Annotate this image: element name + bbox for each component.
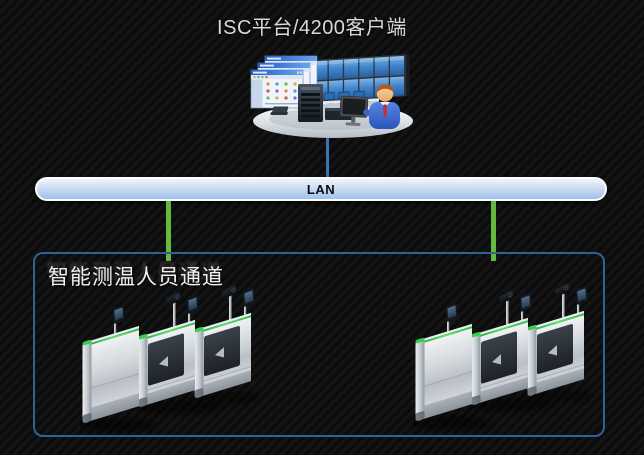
page-title: ISC平台/4200客户端 xyxy=(217,17,407,39)
lan-bus: LAN xyxy=(35,177,607,201)
temperature-zone-box xyxy=(33,252,605,437)
uplink-line xyxy=(326,138,329,178)
turnstile-gate-group-right xyxy=(413,282,591,434)
temperature-zone-label: 智能测温人员通道 xyxy=(48,266,224,289)
isc-workstation-illustration xyxy=(250,54,413,138)
desktop-monitor-icon xyxy=(339,95,369,126)
operator-person-icon xyxy=(363,84,400,129)
laptop-icon xyxy=(270,106,289,115)
downlink-line-right xyxy=(491,201,496,261)
lan-label: LAN xyxy=(306,181,336,197)
server-tower-icon xyxy=(298,84,323,122)
downlink-line-left xyxy=(166,201,171,261)
turnstile-gate-group-left xyxy=(80,284,258,436)
